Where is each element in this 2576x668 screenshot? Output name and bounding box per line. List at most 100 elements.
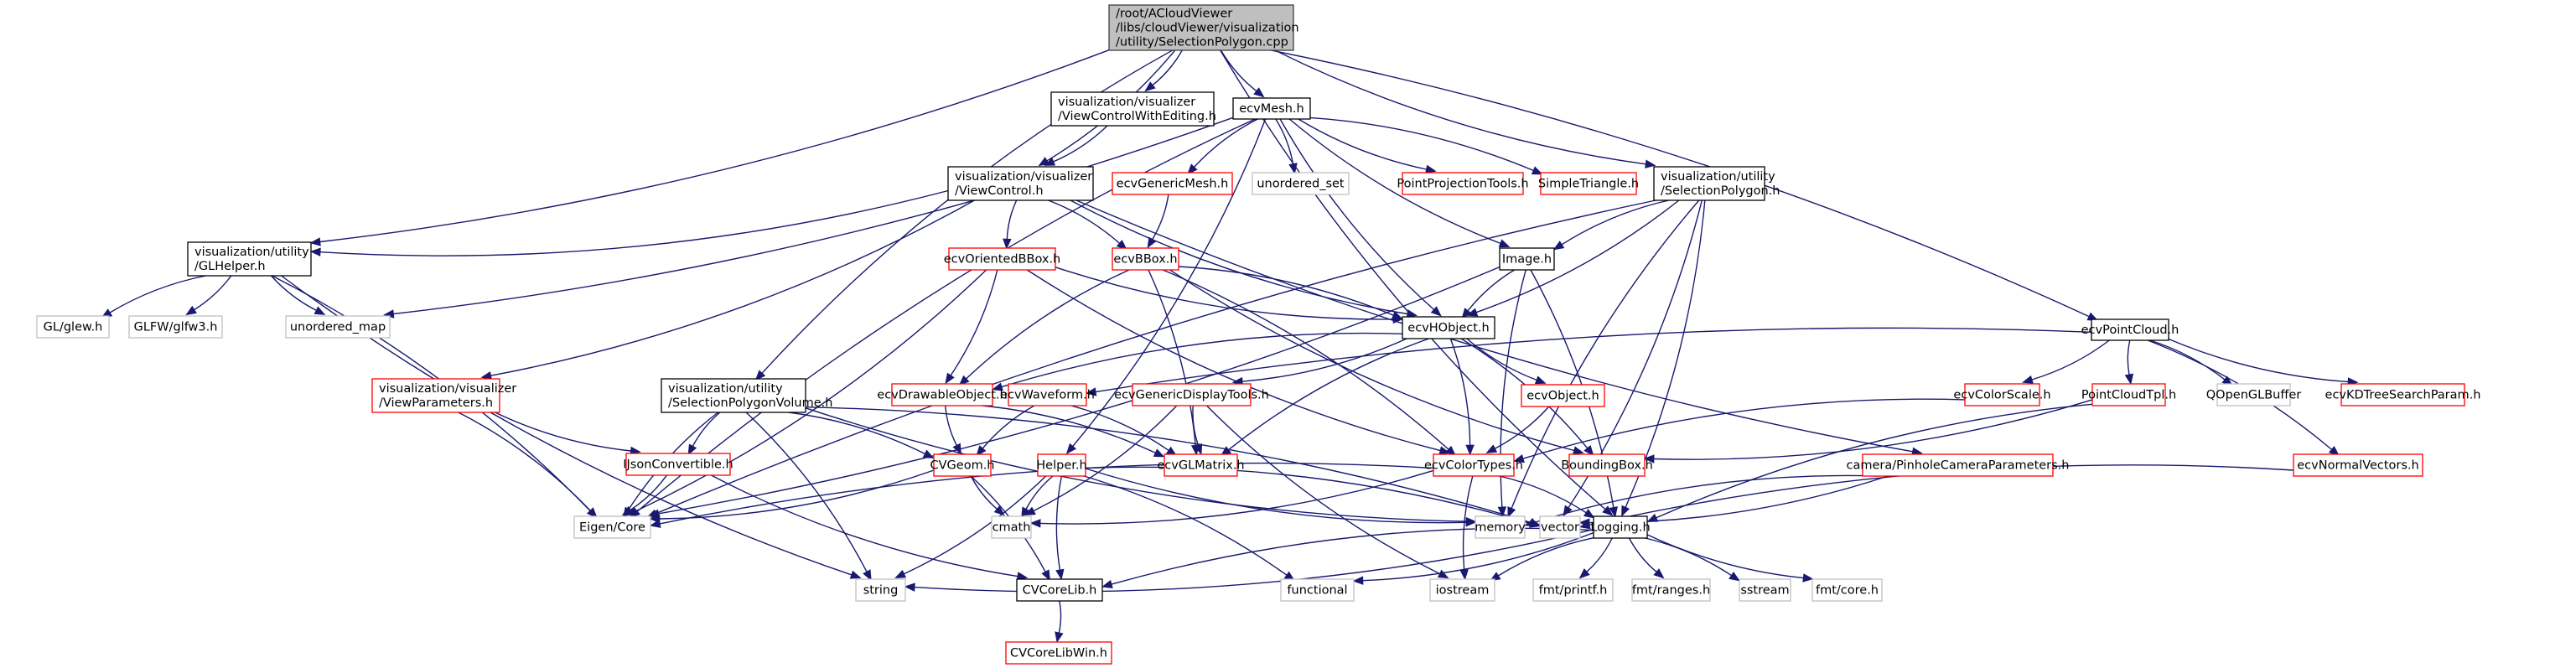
- node-ecvnormalvectors-h[interactable]: ecvNormalVectors.h: [2293, 453, 2423, 477]
- node-pointcloudtpl-h[interactable]: PointCloudTpl.h: [2081, 383, 2176, 406]
- edge-waveform-to-cvgeom: [976, 405, 1035, 457]
- node-root-acloudviewer-libs-cloudviewer-visualization-utility-selectionpolygon-cpp[interactable]: /root/ACloudViewer/libs/cloudViewer/visu…: [1108, 4, 1299, 51]
- edge-line: [1070, 405, 1169, 451]
- node-cvcorelib-h[interactable]: CVCoreLib.h: [1016, 578, 1103, 602]
- arrowhead-icon: [1044, 157, 1056, 166]
- node-ecvgenericdisplaytools-h[interactable]: ecvGenericDisplayTools.h: [1114, 383, 1269, 406]
- edge-hobj-to-drawable: [992, 332, 1403, 391]
- node-box: [128, 315, 223, 339]
- edge-bbox-to-glmatrix: [1148, 269, 1200, 456]
- node-simpletriangle-h[interactable]: SimpleTriangle.h: [1538, 172, 1639, 195]
- node-ecvglmatrix-h[interactable]: ecvGLMatrix.h: [1157, 453, 1245, 477]
- node-ecvgenericmesh-h[interactable]: ecvGenericMesh.h: [1112, 172, 1233, 195]
- node-label: Eigen/Core: [579, 521, 645, 535]
- node-box: [371, 378, 500, 413]
- node-box: [1108, 4, 1294, 51]
- node-visualization-utility-selectionpolygonvolume-h[interactable]: visualization/utility/SelectionPolygonVo…: [661, 378, 832, 413]
- node-ecvorientedbbox-h[interactable]: ecvOrientedBBox.h: [944, 247, 1061, 271]
- edge-line: [458, 412, 591, 511]
- node-label: /ViewControlWithEditing.h: [1058, 110, 1216, 123]
- node-box: [1112, 172, 1233, 195]
- edge-line: [805, 407, 1467, 522]
- node-ecvcolortypes-h[interactable]: ecvColorTypes.h: [1424, 453, 1523, 477]
- edge-line: [656, 199, 1656, 515]
- node-logging-h[interactable]: Logging.h: [1590, 515, 1651, 539]
- node-label: ecvObject.h: [1526, 390, 1599, 403]
- arrowhead-icon: [1507, 506, 1516, 519]
- edge-line: [805, 406, 1532, 524]
- node-ecvobject-h[interactable]: ecvObject.h: [1521, 384, 1605, 407]
- node-box: [2216, 383, 2291, 406]
- edge-colortypes-to-iostream: [1459, 475, 1474, 581]
- node-box: [625, 453, 731, 476]
- arrowhead-icon: [1531, 166, 1543, 175]
- node-box: [1429, 578, 1495, 602]
- node-visualization-visualizer-viewcontrol-h[interactable]: visualization/visualizer/ViewControl.h: [947, 166, 1094, 201]
- node-label: visualization/utility: [1661, 170, 1775, 184]
- edge-selpoly-to-hobj: [1466, 199, 1680, 317]
- arrowhead-icon: [1573, 446, 1584, 455]
- node-label: visualization/visualizer: [955, 170, 1092, 184]
- edge-spv-to-cvgeom: [788, 412, 935, 458]
- edge-root-to-selpoly: [1274, 49, 1656, 168]
- node-ecvcolorscale-h[interactable]: ecvColorScale.h: [1953, 383, 2051, 406]
- node-cvgeom-h[interactable]: CVGeom.h: [930, 453, 995, 477]
- arrowhead-icon: [1534, 375, 1547, 385]
- node-label: Logging.h: [1590, 521, 1650, 535]
- edge-line: [1075, 199, 1913, 453]
- node-box: [991, 515, 1032, 539]
- node-box: [891, 383, 993, 406]
- edge-line: [1274, 49, 1646, 165]
- node-label: fmt/ranges.h: [1632, 584, 1710, 598]
- arrowhead-icon: [904, 583, 915, 592]
- node-ecvbbox-h[interactable]: ecvBBox.h: [1112, 247, 1179, 271]
- node-boundingbox-h[interactable]: BoundingBox.h: [1561, 453, 1653, 477]
- edge-vcwe-to-vc: [1044, 125, 1108, 166]
- edge-root-to-vcwe: [1144, 49, 1183, 92]
- edge-helper-to-corelib: [1055, 475, 1065, 581]
- edge-colortypes-to-cmath: [1029, 469, 1434, 528]
- arrowhead-icon: [992, 382, 1003, 391]
- edge-ijson-to-eigen: [621, 474, 667, 516]
- node-ecvpointcloud-h[interactable]: ecvPointCloud.h: [2081, 318, 2179, 341]
- edge-pcloud-to-pctpl: [2124, 339, 2134, 386]
- edge-line: [1495, 406, 1550, 449]
- node-visualization-utility-glhelper-h[interactable]: visualization/utility/GLHelper.h: [187, 241, 312, 277]
- node-camera-pinholecameraparameters-h[interactable]: camera/PinholeCameraParameters.h: [1847, 453, 2070, 477]
- edge-genmesh-to-bbox: [1147, 194, 1169, 249]
- node-box: [1499, 247, 1555, 271]
- node-cmath: cmath: [991, 515, 1032, 539]
- node-visualization-utility-selectionpolygon-h[interactable]: visualization/utility/SelectionPolygon.h: [1653, 166, 1780, 201]
- arrowhead-icon: [1497, 506, 1507, 518]
- node-label: string: [863, 584, 899, 598]
- node-label: ecvNormalVectors.h: [2297, 459, 2419, 473]
- node-ijsonconvertible-h[interactable]: IJsonConvertible.h: [623, 453, 733, 476]
- node-box: [1475, 515, 1526, 539]
- node-box: [1532, 578, 1614, 602]
- edge-root-to-mesh: [1220, 49, 1265, 98]
- edge-line: [1152, 194, 1169, 240]
- node-ecvhobject-h[interactable]: ecvHObject.h: [1402, 316, 1495, 339]
- node-visualization-visualizer-viewparameters-h[interactable]: visualization/visualizer/ViewParameters.…: [371, 378, 516, 413]
- arrowhead-icon: [1085, 387, 1097, 396]
- edge-line: [1026, 269, 1441, 452]
- edge-line: [1192, 405, 1200, 446]
- node-cvcorelibwin-h[interactable]: CVCoreLibWin.h: [1005, 641, 1112, 665]
- edge-line: [1466, 338, 1537, 381]
- arrowhead-icon: [1552, 241, 1565, 251]
- node-ecvkdtreesearchparam-h[interactable]: ecvKDTreeSearchParam.h: [2325, 383, 2481, 406]
- edge-logging-to-fmtranges: [1628, 537, 1665, 579]
- node-ecvdrawableobject-h[interactable]: ecvDrawableObject.h: [877, 383, 1008, 406]
- node-pointprojectiontools-h[interactable]: PointProjectionTools.h: [1397, 172, 1529, 195]
- node-label: ecvColorScale.h: [1953, 389, 2050, 402]
- edge-bbox-to-hobj: [1178, 266, 1403, 319]
- node-ecvwaveform-h[interactable]: ecvWaveform.h: [1000, 383, 1095, 406]
- node-image-h[interactable]: Image.h: [1499, 247, 1555, 271]
- node-visualization-visualizer-viewcontrolwithediting-h[interactable]: visualization/visualizer/ViewControlWith…: [1050, 91, 1216, 127]
- node-helper-h[interactable]: Helper.h: [1036, 453, 1087, 477]
- node-gl-glew-h: GL/glew.h: [36, 315, 110, 339]
- node-ecvmesh-h[interactable]: ecvMesh.h: [1232, 97, 1311, 120]
- edge-vc-to-bbox: [1048, 199, 1127, 251]
- edge-line: [1058, 600, 1062, 634]
- arrowhead-icon: [894, 569, 907, 578]
